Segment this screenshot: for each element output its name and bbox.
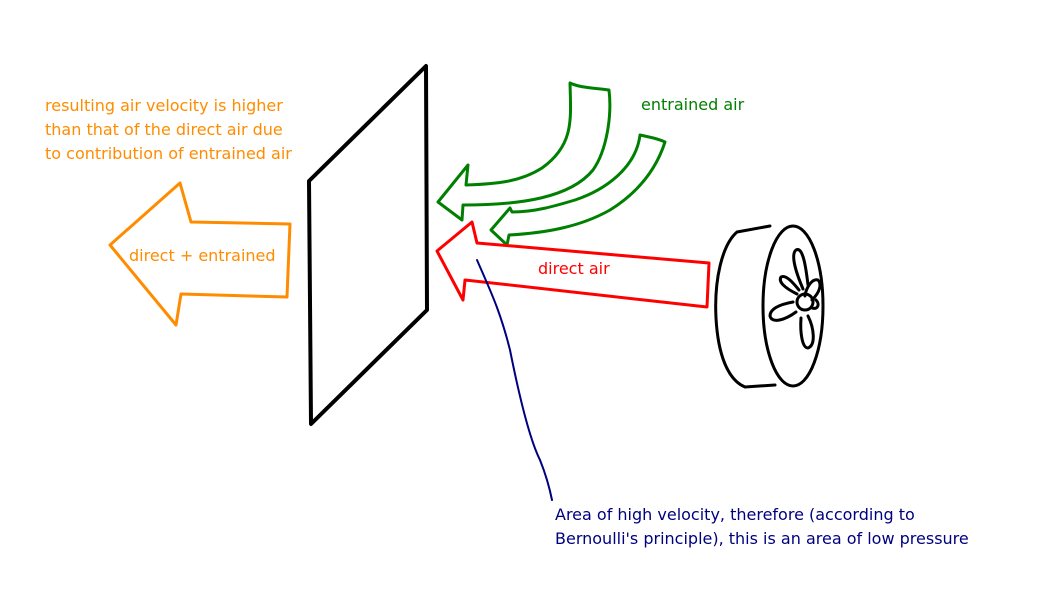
obstacle-plate <box>307 64 429 426</box>
combined-flow-label: direct + entrained <box>129 246 276 265</box>
low-pressure-note: Area of high velocity, therefore (accord… <box>555 503 969 551</box>
entrained-air-label: entrained air <box>641 95 745 114</box>
pressure-note-line-1: Area of high velocity, therefore (accord… <box>555 505 915 524</box>
result-note-line-2: than that of the direct air due <box>45 120 283 139</box>
entrained-air-arrow-upper <box>436 81 612 222</box>
result-note-line-1: resulting air velocity is higher <box>45 96 283 115</box>
result-note-line-3: to contribution of entrained air <box>45 144 292 163</box>
direct-air-arrow <box>435 220 711 309</box>
fan-icon <box>714 224 825 389</box>
combined-flow-arrow <box>108 181 292 327</box>
entrained-air-arrow-lower <box>489 133 667 247</box>
direct-air-label: direct air <box>538 259 610 278</box>
low-pressure-pointer-line <box>476 259 553 501</box>
pressure-note-line-2: Bernoulli's principle), this is an area … <box>555 529 969 548</box>
result-velocity-note: resulting air velocity is higher than th… <box>45 94 325 166</box>
